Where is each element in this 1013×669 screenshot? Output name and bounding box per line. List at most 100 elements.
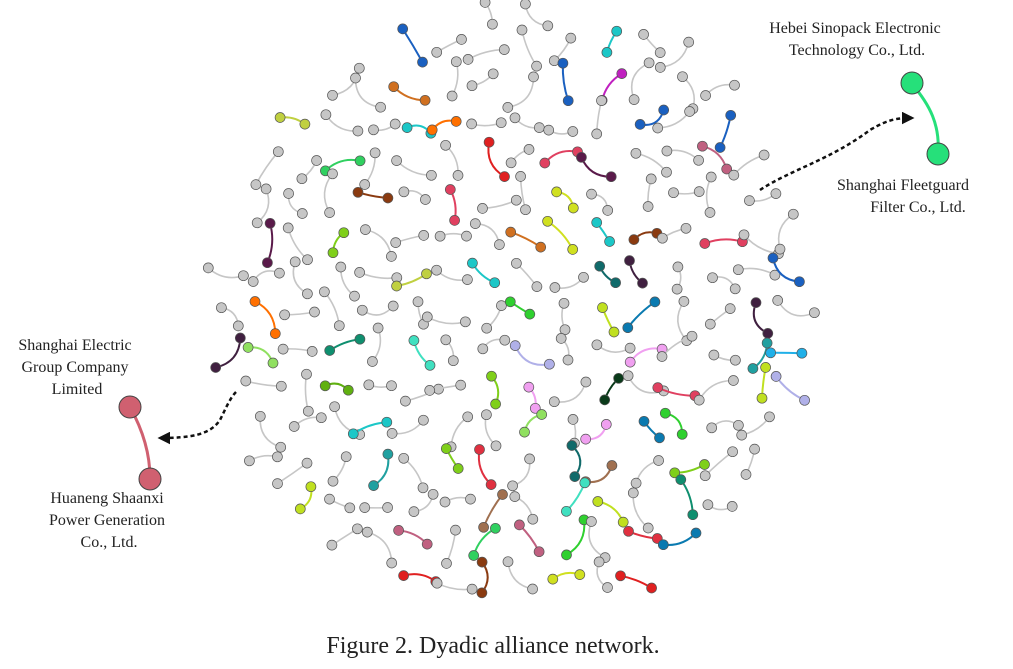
dyad-node — [254, 410, 266, 422]
dyad-node — [594, 260, 606, 272]
dyad-node — [732, 264, 744, 276]
dyad-node — [669, 467, 681, 479]
dyad-node — [649, 296, 661, 308]
dyad-node — [652, 382, 664, 393]
dyad-node — [606, 460, 618, 471]
dyad-node — [315, 412, 327, 424]
dyad-node — [523, 144, 535, 155]
dyad-node — [487, 68, 499, 80]
dyad-node — [431, 264, 442, 276]
dyad-node — [485, 479, 497, 490]
dyad-node — [593, 556, 605, 568]
dyad-node — [702, 499, 714, 511]
dyad-node — [456, 34, 467, 45]
dyad-node — [495, 117, 507, 129]
dyad-edge — [323, 173, 334, 213]
highlighted-node-shanghai-electric — [118, 395, 142, 419]
label-huaneng-shaanxi: Huaneng Shaanxi Power Generation Co., Lt… — [49, 490, 169, 551]
dyad-node — [481, 409, 492, 421]
dyad-node — [262, 257, 273, 269]
dyad-node — [705, 171, 717, 183]
dyad-node — [767, 252, 779, 264]
dyad-node — [440, 443, 452, 454]
dyad-node — [240, 375, 252, 387]
dyad-node — [426, 169, 437, 181]
dyad-node — [690, 527, 702, 539]
dyad-node — [272, 478, 283, 489]
dyad-node — [450, 56, 462, 68]
dyad-node — [555, 333, 567, 344]
dyad-node — [477, 343, 489, 355]
dyad-node — [490, 522, 501, 534]
dyad-cloud — [202, 0, 820, 599]
dyad-node — [441, 558, 452, 569]
dyad-node — [319, 380, 331, 392]
dyad-node — [398, 186, 410, 198]
dyad-node — [656, 351, 668, 362]
dyad-node — [509, 112, 521, 124]
dyad-node — [251, 217, 263, 229]
dyad-node — [468, 550, 480, 561]
dyad-edge — [738, 267, 776, 276]
label-shanghai-electric-line-1: Shanghai Electric — [18, 337, 131, 354]
dyad-node — [566, 440, 578, 451]
dyad-edge — [565, 519, 586, 556]
dyad-node — [794, 276, 805, 288]
dyad-node — [347, 428, 359, 440]
dyad-node — [675, 474, 687, 485]
figure-caption: Figure 2. Dyadic alliance network. — [326, 633, 659, 659]
dyad-node — [547, 573, 559, 585]
dyad-node — [579, 477, 591, 489]
dyad-edge — [554, 381, 587, 403]
dyad-node — [419, 94, 431, 106]
dyad-edge — [401, 28, 424, 63]
dyad-edge — [482, 493, 504, 528]
dyad-node — [450, 116, 462, 127]
dyad-node — [615, 570, 626, 582]
dyad-edge — [677, 300, 688, 342]
dyad-node — [247, 276, 259, 287]
dyad-edge — [287, 227, 309, 261]
dyad-node — [597, 302, 608, 313]
dyad-node — [424, 359, 436, 371]
dyad-node — [288, 421, 300, 432]
dyad-edge — [588, 521, 606, 559]
dyad-node — [586, 188, 597, 200]
dyad-edge — [255, 151, 279, 185]
dyad-node — [728, 169, 740, 181]
dyad-node — [327, 247, 339, 259]
dyad-node — [787, 208, 799, 220]
dyad-node — [531, 281, 543, 292]
dyad-node — [616, 68, 628, 79]
dyad-node — [490, 440, 502, 452]
dyad-node — [496, 300, 507, 311]
dyad-node — [216, 302, 227, 314]
dyad-node — [542, 215, 553, 227]
dyad-node — [586, 516, 597, 527]
dyad-node — [684, 106, 695, 117]
dyad-node — [764, 411, 775, 423]
dyad-node — [602, 582, 613, 593]
dyad-node — [654, 47, 666, 58]
dyad-node — [687, 509, 699, 521]
dyad-edge — [426, 316, 466, 325]
dyad-node — [466, 80, 478, 92]
dyad-node — [277, 343, 289, 355]
dyad-node — [630, 477, 642, 489]
dyad-node — [279, 309, 290, 321]
label-shanghai-electric-line-3: Limited — [52, 381, 103, 398]
dyad-edge — [679, 479, 694, 515]
dyad-node — [683, 36, 695, 48]
dyad-node — [646, 582, 657, 594]
dyad-node — [452, 463, 464, 474]
dyad-node — [489, 277, 501, 289]
dyad-node — [478, 521, 489, 533]
dyad-node — [499, 334, 511, 346]
dyad-node — [309, 306, 320, 318]
dyad-node — [388, 81, 400, 93]
label-huaneng-line-1: Huaneng Shaanxi — [50, 490, 164, 507]
dyad-node — [668, 187, 679, 199]
dyad-node — [386, 428, 398, 439]
dyad-node — [354, 155, 366, 167]
dyad-node — [382, 448, 394, 460]
